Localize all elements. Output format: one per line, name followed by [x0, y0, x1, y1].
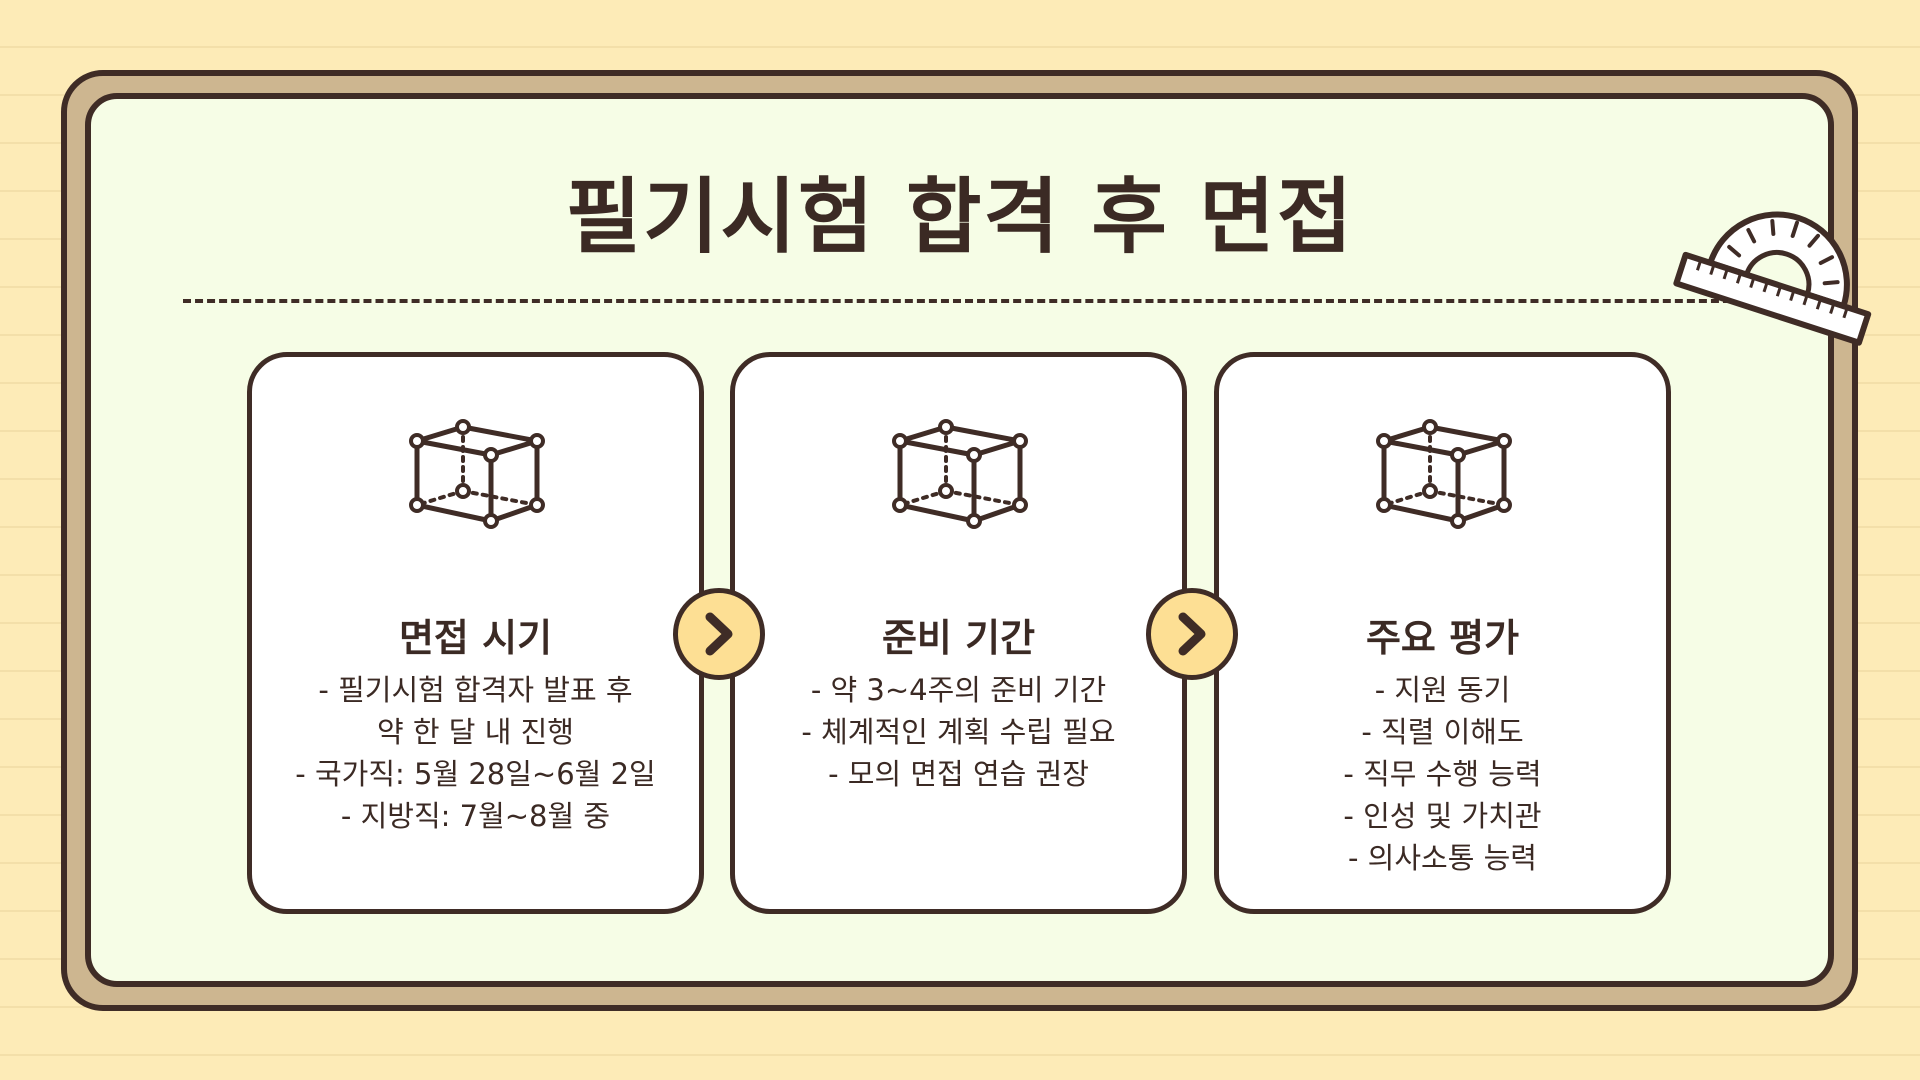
chevron-right-icon: [1178, 612, 1206, 656]
next-arrow-1: [673, 588, 765, 680]
list-item: - 지원 동기: [1374, 673, 1511, 707]
card-list: - 필기시험 합격자 발표 후 약 한 달 내 진행 - 국가직: 5월 28일…: [262, 669, 689, 837]
list-item: - 모의 면접 연습 권장: [828, 757, 1089, 791]
next-arrow-2: [1146, 588, 1238, 680]
list-item: - 직렬 이해도: [1361, 715, 1524, 749]
card-title: 주요 평가: [1365, 616, 1520, 660]
chevron-right-icon: [705, 612, 733, 656]
card-interview-timing: 면접 시기 - 필기시험 합격자 발표 후 약 한 달 내 진행 - 국가직: …: [247, 352, 704, 914]
list-item: - 필기시험 합격자 발표 후 약 한 달 내 진행: [318, 673, 633, 749]
list-item: - 약 3~4주의 준비 기간: [810, 673, 1107, 707]
list-item: - 직무 수행 능력: [1343, 757, 1542, 791]
card-list: - 약 3~4주의 준비 기간 - 체계적인 계획 수립 필요 - 모의 면접 …: [745, 669, 1172, 795]
list-item: - 국가직: 5월 28일~6월 2일: [295, 757, 656, 791]
card-main-evaluation: 주요 평가 - 지원 동기 - 직렬 이해도 - 직무 수행 능력 - 인성 및…: [1214, 352, 1671, 914]
card-preparation-period: 준비 기간 - 약 3~4주의 준비 기간 - 체계적인 계획 수립 필요 - …: [730, 352, 1187, 914]
cube-icon: [409, 419, 545, 529]
cube-icon: [1376, 419, 1512, 529]
card-title: 면접 시기: [398, 616, 553, 660]
list-item: - 체계적인 계획 수립 필요: [801, 715, 1116, 749]
page-title: 필기시험 합격 후 면접: [565, 170, 1355, 265]
card-list: - 지원 동기 - 직렬 이해도 - 직무 수행 능력 - 인성 및 가치관 -…: [1229, 669, 1656, 879]
list-item: - 의사소통 능력: [1348, 841, 1537, 875]
protractor-icon: [1673, 211, 1872, 346]
list-item: - 인성 및 가치관: [1343, 799, 1542, 833]
list-item: - 지방직: 7월~8월 중: [340, 799, 611, 833]
dashed-divider: [183, 299, 1743, 303]
card-title: 준비 기간: [881, 616, 1036, 660]
cube-icon: [892, 419, 1028, 529]
